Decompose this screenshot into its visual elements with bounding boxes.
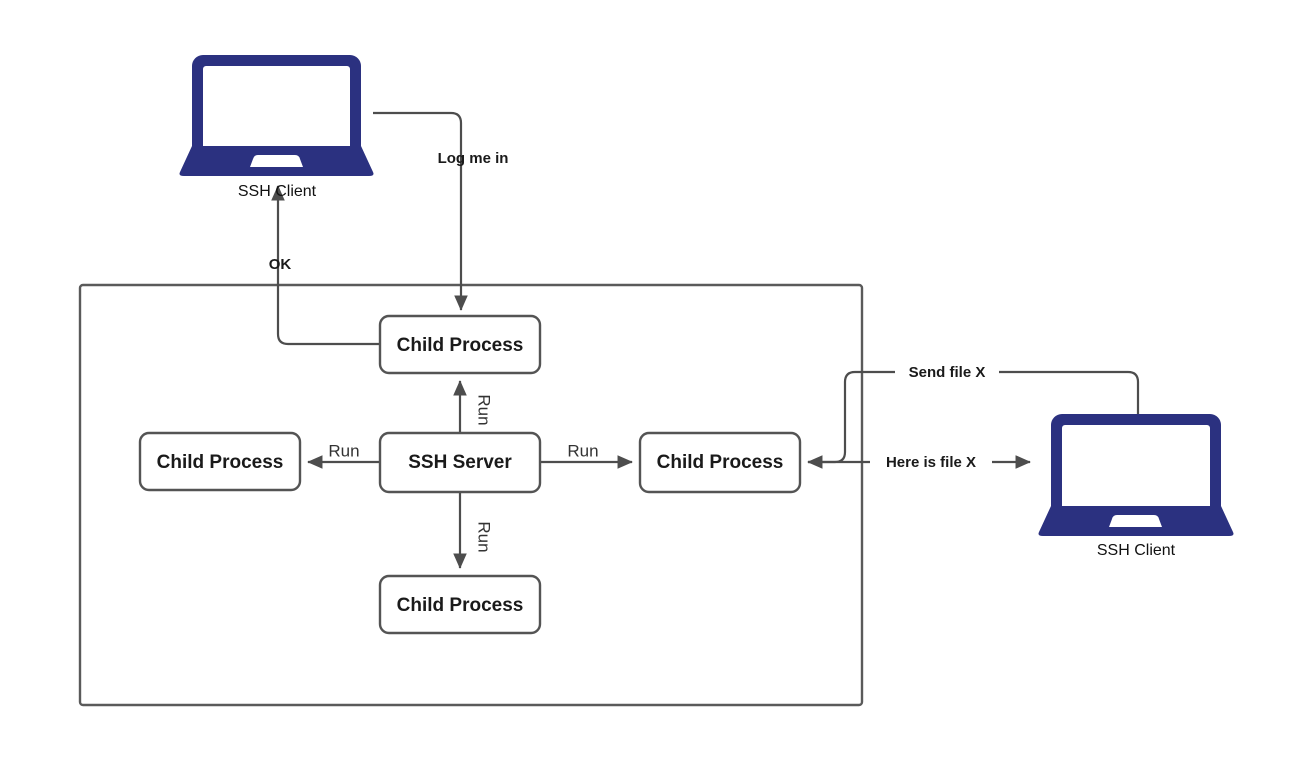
node-child-process-top-label: Child Process: [397, 335, 524, 356]
node-child-process-bottom[interactable]: Child Process: [378, 574, 542, 635]
laptop-icon: [179, 55, 374, 176]
edge-label-log-me-in: Log me in: [438, 150, 509, 167]
device-ssh-client-right[interactable]: SSH Client: [1038, 414, 1234, 559]
server-container: [78, 283, 864, 707]
node-child-process-right-shape: [638, 431, 802, 494]
edge-label-run-bottom: Run: [475, 521, 494, 552]
edge-label-run-right: Run: [567, 441, 598, 460]
edge-ok: [271, 185, 380, 346]
edge-label-ok: OK: [269, 256, 292, 273]
edge-label-send-file-x: Send file X: [909, 364, 986, 381]
node-child-process-top[interactable]: Child Process: [378, 314, 542, 375]
node-child-process-bottom-label: Child Process: [397, 595, 524, 616]
edge-log-me-in: [373, 111, 468, 311]
node-ssh-server-shape: [378, 431, 542, 494]
edge-send-file-x: [807, 370, 1140, 469]
laptop-icon: [1038, 414, 1234, 536]
node-child-process-right-label: Child Process: [657, 452, 784, 473]
edge-label-send-file-x-backing: [895, 362, 999, 382]
device-ssh-client-right-label: SSH Client: [1097, 542, 1176, 559]
node-child-process-left-label: Child Process: [157, 452, 284, 473]
node-child-process-right[interactable]: Child Process: [638, 431, 802, 494]
edge-label-here-is-file-x: Here is file X: [886, 454, 976, 471]
device-ssh-client-left-label: SSH Client: [238, 183, 317, 200]
node-child-process-bottom-shape: [378, 574, 542, 635]
node-ssh-server-label: SSH Server: [408, 452, 512, 473]
edge-label-here-is-file-x-backing: [870, 452, 992, 472]
node-child-process-top-shape: [378, 314, 542, 375]
node-ssh-server[interactable]: SSH Server: [378, 431, 542, 494]
edge-label-run-left: Run: [328, 441, 359, 460]
edge-label-run-top: Run: [475, 394, 494, 425]
node-child-process-left[interactable]: Child Process: [138, 431, 302, 492]
node-child-process-left-shape: [138, 431, 302, 492]
device-ssh-client-left[interactable]: SSH Client: [179, 55, 374, 200]
